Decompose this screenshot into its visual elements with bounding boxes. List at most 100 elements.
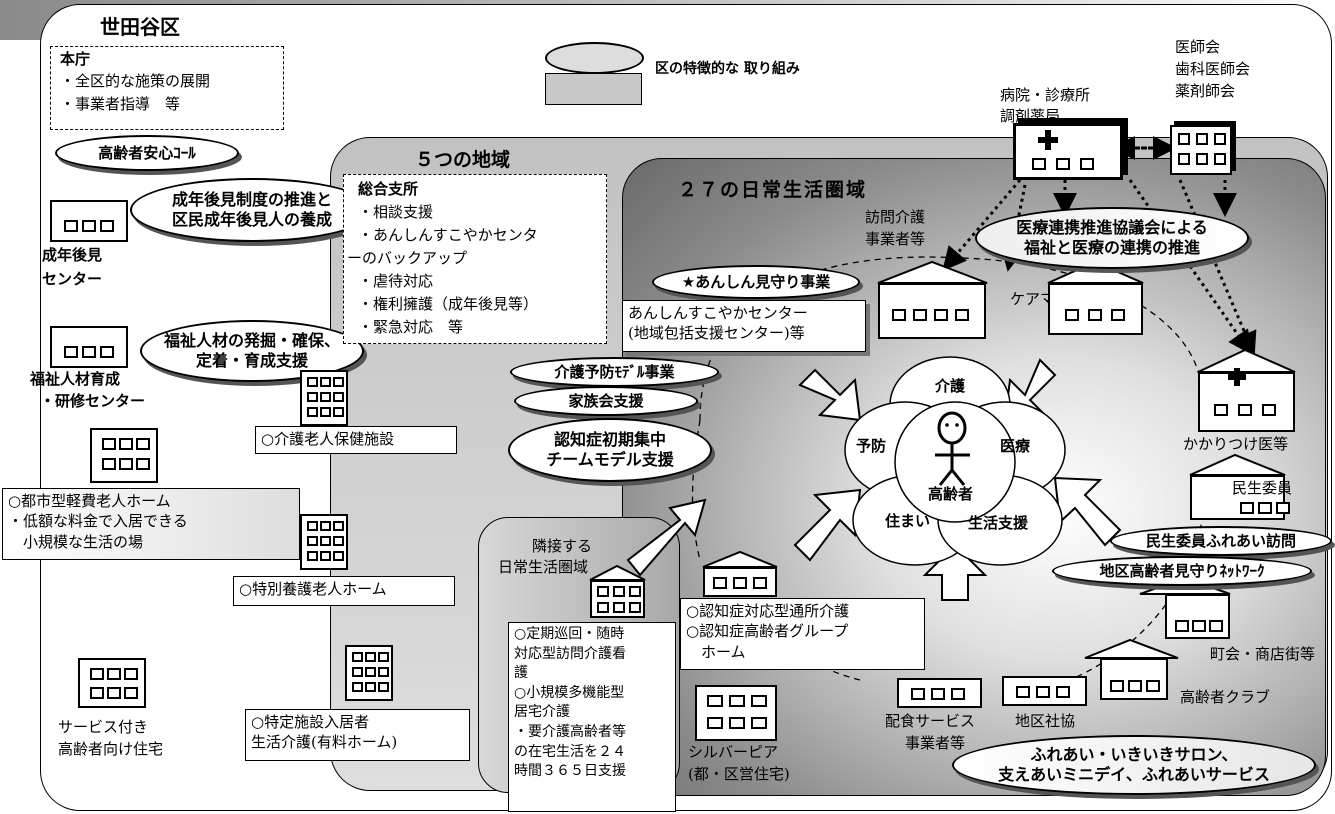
teiki-line-4: ○小規模多機能型: [514, 684, 625, 701]
hospital-building: [1013, 123, 1123, 180]
tokutei-building: [345, 645, 393, 701]
guardian-center-building: [50, 200, 128, 242]
flower-life-support: 生活支援: [968, 514, 1029, 532]
minsei-visit-label: 民生委員ふれあい訪問: [1145, 531, 1296, 550]
branch-line-5: ・権利擁護（成年後見等）: [358, 295, 539, 313]
district-network-label: 地区高齢者見守りﾈｯﾄﾜｰｸ: [1099, 561, 1265, 580]
salon-oval: ふれあい・いきいきサロン、 支えあいミニデイ、ふれあいサービス: [952, 735, 1316, 795]
honcho-line-1: ・全区的な施策の展開: [60, 72, 211, 90]
care-manager-house: [1048, 283, 1143, 335]
meal-service-line-1: 配食サービス: [885, 712, 976, 730]
senior-club-label: 高齢者クラブ: [1180, 688, 1271, 706]
anshin-mimamori-label: ★あんしん見守り事業: [681, 272, 831, 291]
daily-areas-title: ２７の日常生活圏域: [678, 179, 868, 201]
branch-line-3: ーのバックアップ: [347, 249, 468, 267]
flower-elderly: 高齢者: [928, 485, 974, 503]
guardian-center-line-2: センター: [42, 270, 103, 288]
branch-line-2: ・あんしんすこやかセンタ: [358, 226, 538, 244]
neighbor-area-line-2: 日常生活圏域: [498, 558, 589, 576]
branch-heading: 総合支所: [358, 180, 419, 198]
ward-title: 世田谷区: [100, 15, 180, 39]
flower-prevention: 予防: [856, 437, 887, 455]
arrow-se: [1053, 476, 1122, 547]
meal-service-line-2: 事業者等: [905, 734, 966, 752]
anshin-center-line-1: あんしんすこやかセンター: [628, 304, 808, 322]
tokutei-line-1: ○特定施設入居者: [251, 713, 370, 731]
med-council-line-2: 福祉と医療の連携の推進: [1023, 238, 1200, 257]
meal-service-building: [897, 678, 982, 708]
anshin-center-line-2: (地域包括支援センター)等: [628, 324, 805, 343]
anshin-mimamori-oval: ★あんしん見守り事業: [652, 265, 860, 299]
family-doctor-label: かかりつけ医等: [1183, 435, 1289, 453]
minsei-label: 民生委員: [1232, 479, 1293, 497]
dementia-services-house: [703, 567, 777, 597]
visit-care-house: [878, 283, 986, 339]
rouken-label: ○介護老人保健施設: [261, 430, 395, 448]
branch-line-1: ・相談支援: [358, 203, 434, 221]
low-cost-home-line-1: ○都市型軽費老人ホーム: [8, 492, 171, 510]
minsei-visit-oval: 民生委員ふれあい訪問: [1110, 526, 1332, 556]
welfare-center-line-1: 福祉人材育成: [30, 370, 121, 388]
welfare-oval-line-2: 定着・育成支援: [195, 351, 308, 370]
dementia-team-line-2: チームモデル支援: [546, 450, 674, 469]
anshin-call-label: 高齢者安心ｺｰﾙ: [98, 143, 196, 162]
med-council-oval: 医療連携推進協議会による 福祉と医療の連携の推進: [975, 207, 1249, 269]
welfare-center-building: [50, 326, 128, 368]
dementia-team-oval: 認知症初期集中 チームモデル支援: [508, 418, 712, 482]
visit-care-line-1: 訪問介護: [865, 208, 926, 226]
hospital-line-2: 調剤薬局: [1000, 107, 1061, 125]
low-cost-home-line-3: 小規模な生活の場: [8, 532, 144, 551]
dementia-services-line-2: ○認知症高齢者グループ: [686, 622, 849, 641]
low-cost-home-line-2: ・低額な料金で入居できる: [8, 512, 188, 531]
teiki-line-8: 時間３６５日支援: [514, 763, 626, 780]
dementia-services-line-1: ○認知症対応型通所介護: [686, 602, 850, 620]
elderly-figure: [935, 411, 970, 486]
teiki-line-1: ○定期巡回・随時: [514, 626, 625, 642]
teiki-line-7: の在宅生活を２４: [514, 743, 626, 760]
rouken-box: ○介護老人保健施設: [255, 426, 457, 454]
legend-label: 区の特徴的な 取り組み: [655, 61, 800, 77]
family-support-label: 家族会支援: [568, 391, 644, 410]
dementia-services-line-3: ホーム: [686, 642, 746, 661]
med-assoc-line-1: 医師会: [1175, 38, 1221, 56]
honcho-line-2: ・事業者指導 等: [60, 95, 181, 113]
dementia-services-box: ○認知症対応型通所介護 ○認知症高齢者グループ ホーム: [680, 598, 925, 670]
honcho-heading: 本庁: [60, 50, 91, 68]
legend-oval-sample: [545, 42, 644, 74]
senior-club-house: [1100, 658, 1168, 700]
service-housing-line-2: 高齢者向け住宅: [58, 740, 164, 758]
guardian-oval-line-2: 区民成年後見人の養成: [171, 210, 332, 229]
flower-medical: 医療: [1000, 437, 1031, 455]
guardian-oval-line-1: 成年後見制度の推進と: [171, 190, 332, 209]
teiki-box: ○定期巡回・随時 対応型訪問介護看 護 ○小規模多機能型 居宅介護 ・要介護高齢…: [508, 622, 676, 812]
tokuyou-building: [300, 514, 348, 570]
district-council-building: [1002, 676, 1087, 706]
rouken-building: [300, 370, 348, 426]
service-housing-line-1: サービス付き: [58, 718, 149, 736]
salon-line-1: ふれあい・いきいきサロン、: [1030, 745, 1238, 764]
legend-rect-sample: [545, 73, 642, 105]
med-assoc-building: [1170, 125, 1232, 175]
anshin-center-box: あんしんすこやかセンター (地域包括支援センター)等: [622, 300, 866, 352]
tokutei-box: ○特定施設入居者 生活介護(有料ホーム): [245, 709, 470, 761]
kaigo-yobo-label: 介護予防ﾓﾃﾞﾙ事業: [554, 362, 675, 381]
med-assoc-line-2: 歯科医師会: [1175, 60, 1251, 78]
anshin-call-oval: 高齢者安心ｺｰﾙ: [55, 135, 239, 171]
med-assoc-line-3: 薬剤師会: [1175, 82, 1236, 100]
town-assoc-house: [1165, 594, 1230, 639]
town-assoc-label: 町会・商店街等: [1210, 645, 1316, 663]
tokuyou-box: ○特別養護老人ホーム: [233, 576, 455, 606]
tokutei-line-2: 生活介護(有料ホーム): [251, 733, 398, 752]
guardian-center-line-1: 成年後見: [42, 246, 103, 264]
teiki-line-6: ・要介護高齢者等: [514, 723, 626, 740]
clinic-cross-icon: [1228, 368, 1246, 386]
teiki-line-2: 対応型訪問介護看: [514, 645, 626, 662]
silver-peer-line-1: シルバーピア: [688, 743, 779, 761]
teiki-line-3: 護: [514, 665, 528, 682]
med-council-line-1: 医療連携推進協議会による: [1016, 218, 1208, 237]
family-doctor-house: [1198, 368, 1295, 432]
visit-care-line-2: 事業者等: [865, 230, 926, 248]
branch-box: [343, 174, 607, 344]
teiki-line-5: 居宅介護: [514, 704, 570, 721]
arrow-neighbor: [626, 498, 707, 577]
